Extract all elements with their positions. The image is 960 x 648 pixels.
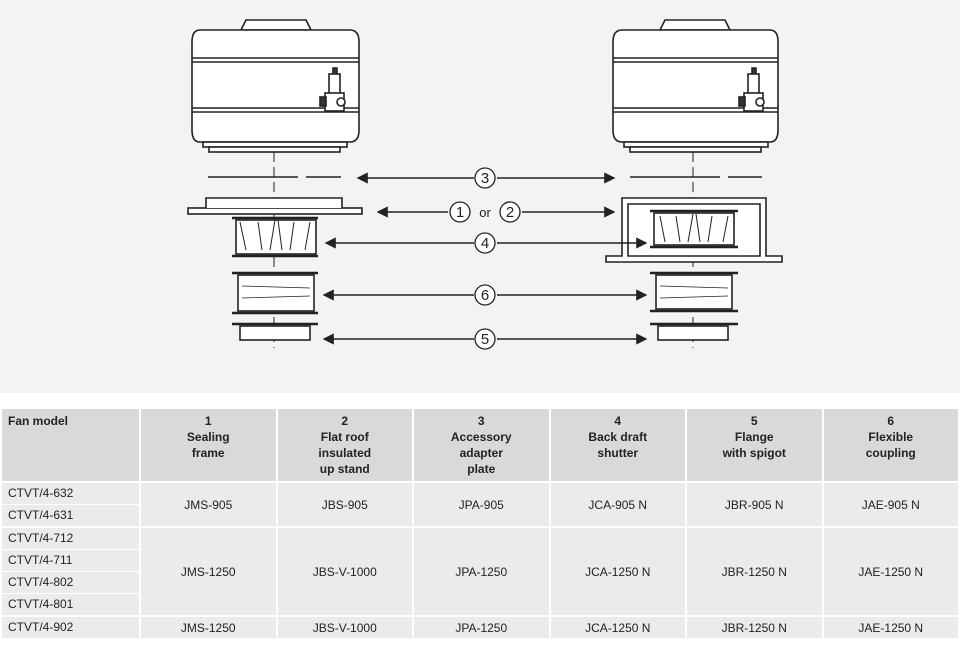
table-row: CTVT/4-712 CTVT/4-711 CTVT/4-802 CTVT/4-… (2, 528, 958, 615)
cell-back-draft-shutter: JCA-1250 N (550, 528, 685, 615)
cell-flat-roof-upstand: JBS-V-1000 (277, 617, 412, 638)
cell-sealing-frame: JMS-1250 (141, 617, 276, 638)
model-name: CTVT/4-802 (2, 572, 139, 594)
right-back-draft-shutter (650, 209, 738, 249)
callout-3-circle (474, 167, 496, 189)
callout-5-circle (474, 328, 496, 350)
cell-flange-spigot: JBR-1250 N (687, 617, 822, 638)
right-terminal-box (738, 67, 765, 112)
model-name: CTVT/4-902 (8, 620, 74, 634)
header-col-3-line3: plate (467, 462, 496, 476)
table-row: CTVT/4-902 JMS-1250 JBS-V-1000 JPA-1250 … (2, 617, 958, 638)
cell-back-draft-shutter: JCA-905 N (550, 483, 685, 526)
model-name: CTVT/4-631 (8, 508, 74, 522)
header-col-6-line1: Flexible (868, 430, 914, 444)
callout-1-label: 1 (456, 204, 464, 221)
left-sealing-frame (187, 197, 363, 215)
accessory-diagram: 3 1 or 2 4 6 5 (0, 0, 960, 393)
right-flexible-coupling (650, 271, 738, 313)
header-col-6: 6 Flexible coupling (823, 409, 958, 481)
header-col-2-number: 2 (341, 414, 349, 428)
callout-or-label: or (479, 205, 491, 220)
assembly-drawing: 3 1 or 2 4 6 5 (187, 19, 783, 350)
model-list: CTVT/4-902 (2, 617, 139, 638)
header-col-5-line1: Flange (734, 430, 774, 444)
left-flexible-coupling (232, 271, 318, 315)
cell-sealing-frame: JMS-905 (141, 483, 276, 526)
left-fan-unit (191, 19, 360, 153)
callout-3-label: 3 (481, 170, 489, 187)
header-col-1-number: 1 (204, 414, 212, 428)
callout-arrows (322, 172, 648, 345)
header-col-4: 4 Back draft shutter (550, 409, 685, 481)
model-name: CTVT/4-711 (2, 550, 139, 572)
cell-adapter-plate: JPA-1250 (414, 528, 549, 615)
header-col-3: 3 Accessory adapter plate (414, 409, 549, 481)
header-fan-model: Fan model (2, 409, 139, 481)
cell-flat-roof-upstand: JBS-905 (277, 483, 412, 526)
cell-flexible-coupling: JAE-1250 N (823, 528, 958, 615)
callout-1-circle (449, 201, 471, 223)
header-col-2-line2: insulated (318, 446, 372, 460)
callout-6-label: 6 (481, 287, 489, 304)
header-col-1-line2: frame (191, 446, 225, 460)
header-col-2-line3: up stand (319, 462, 370, 476)
right-assembly (605, 19, 783, 348)
model-name: CTVT/4-712 (2, 528, 139, 550)
cell-back-draft-shutter: JCA-1250 N (550, 617, 685, 638)
header-col-3-line2: adapter (459, 446, 503, 460)
model-list: CTVT/4-632 CTVT/4-631 (2, 483, 139, 526)
right-flange-spigot (650, 322, 738, 341)
header-col-1-line1: Sealing (186, 430, 230, 444)
table-header-row: Fan model 1 Sealing frame 2 Flat roof in… (2, 409, 958, 481)
table-row: CTVT/4-632 CTVT/4-631 JMS-905 JBS-905 JP… (2, 483, 958, 526)
header-col-6-line2: coupling (865, 446, 916, 460)
header-col-5-line2: with spigot (722, 446, 786, 460)
header-col-1: 1 Sealing frame (141, 409, 276, 481)
model-name: CTVT/4-632 (2, 483, 139, 505)
cell-flange-spigot: JBR-1250 N (687, 528, 822, 615)
right-fan-unit (612, 19, 779, 153)
cell-sealing-frame: JMS-1250 (141, 528, 276, 615)
cell-flat-roof-upstand: JBS-V-1000 (277, 528, 412, 615)
header-col-2-line1: Flat roof (320, 430, 369, 444)
callout-6-circle (474, 284, 496, 306)
callout-2-circle (499, 201, 521, 223)
header-col-6-number: 6 (887, 414, 895, 428)
cell-adapter-plate: JPA-905 (414, 483, 549, 526)
cell-adapter-plate: JPA-1250 (414, 617, 549, 638)
cell-flexible-coupling: JAE-905 N (823, 483, 958, 526)
left-assembly (187, 19, 363, 348)
header-col-5: 5 Flange with spigot (687, 409, 822, 481)
cell-flexible-coupling: JAE-1250 N (823, 617, 958, 638)
header-col-4-number: 4 (614, 414, 622, 428)
accessories-table: Fan model 1 Sealing frame 2 Flat roof in… (0, 407, 960, 640)
header-fan-model-label: Fan model (8, 414, 69, 428)
callout-4-circle (474, 232, 496, 254)
model-name: CTVT/4-801 (8, 597, 74, 611)
callout-2-label: 2 (506, 204, 514, 221)
left-flange-spigot (232, 322, 318, 341)
header-col-4-line1: Back draft (588, 430, 648, 444)
cell-flange-spigot: JBR-905 N (687, 483, 822, 526)
left-terminal-box (319, 67, 346, 112)
callout-5-label: 5 (481, 331, 489, 348)
header-col-3-number: 3 (477, 414, 485, 428)
header-col-4-line2: shutter (597, 446, 639, 460)
model-list: CTVT/4-712 CTVT/4-711 CTVT/4-802 CTVT/4-… (2, 528, 139, 615)
callout-4-label: 4 (481, 235, 489, 252)
header-col-2: 2 Flat roof insulated up stand (277, 409, 412, 481)
header-col-5-number: 5 (750, 414, 758, 428)
left-back-draft-shutter (232, 216, 318, 258)
header-col-3-line1: Accessory (450, 430, 512, 444)
